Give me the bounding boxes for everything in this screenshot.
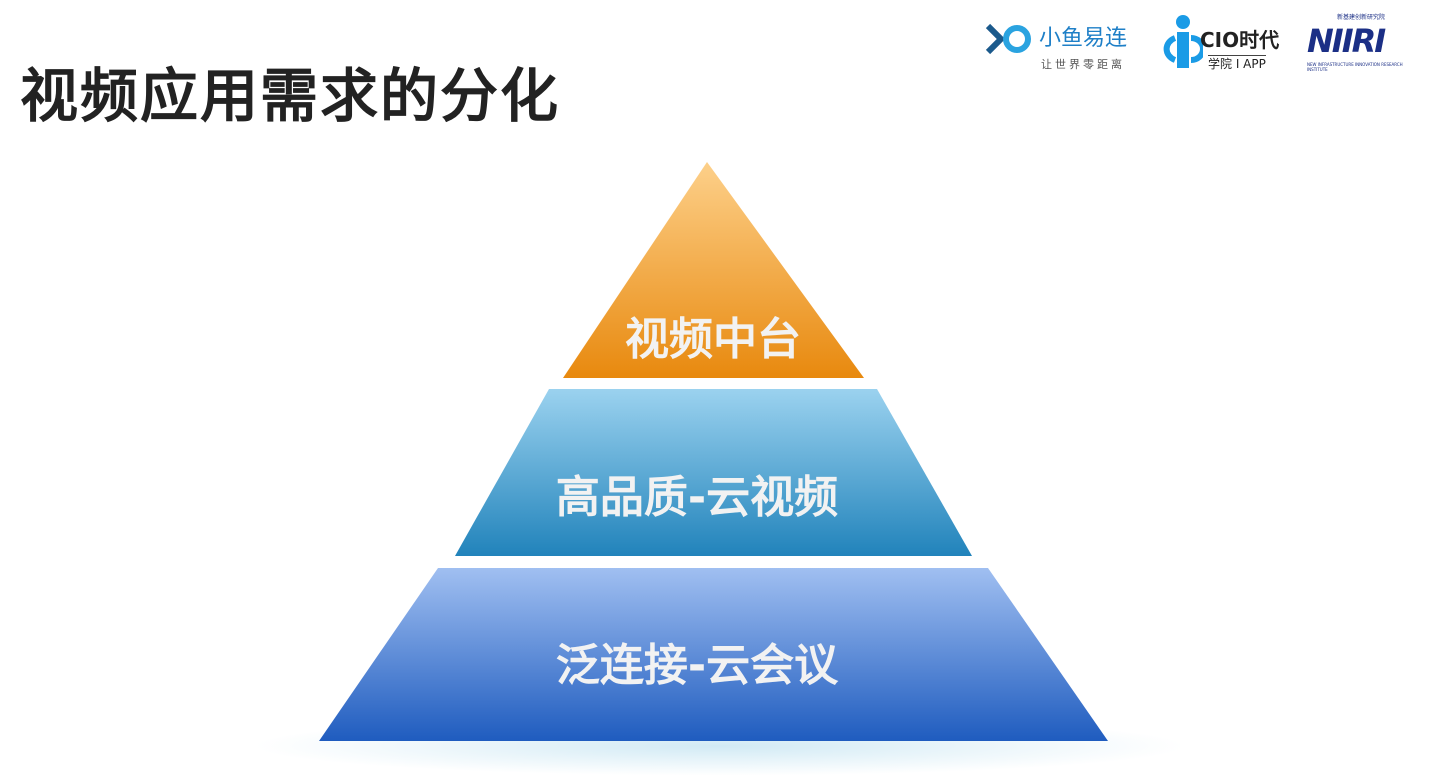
cio-name: CIO时代: [1200, 28, 1280, 52]
xylink-name: 小鱼易连: [1039, 26, 1128, 51]
niiri-en: NEW INFRASTRUCTURE INNOVATION RESEARCH I…: [1307, 62, 1403, 72]
partner-logos: 小鱼易连 让世界零距离 CIO时代 学院 I APP 新基建创新研究院 NIIR…: [985, 14, 1425, 76]
pyramid-level-top: [563, 162, 864, 378]
pyramid-level-middle: [455, 389, 972, 556]
niiri-name: NIIRI: [1307, 22, 1386, 60]
cio-sub: 学院 I APP: [1208, 55, 1266, 71]
pyramid-diagram: 视频中台 高品质-云视频 泛连接-云会议: [319, 162, 1108, 741]
xylink-slogan: 让世界零距离: [1041, 58, 1125, 71]
page-title: 视频应用需求的分化: [20, 62, 561, 130]
pyramid-level-bottom: [319, 568, 1108, 741]
level-label-middle: 高品质-云视频: [556, 472, 838, 523]
cio-logo-icon: [1163, 15, 1203, 68]
level-label-top: 视频中台: [625, 314, 801, 365]
level-label-bottom: 泛连接-云会议: [556, 640, 839, 691]
xylink-logo-icon: [985, 23, 1031, 55]
niiri-cn: 新基建创新研究院: [1337, 14, 1386, 21]
